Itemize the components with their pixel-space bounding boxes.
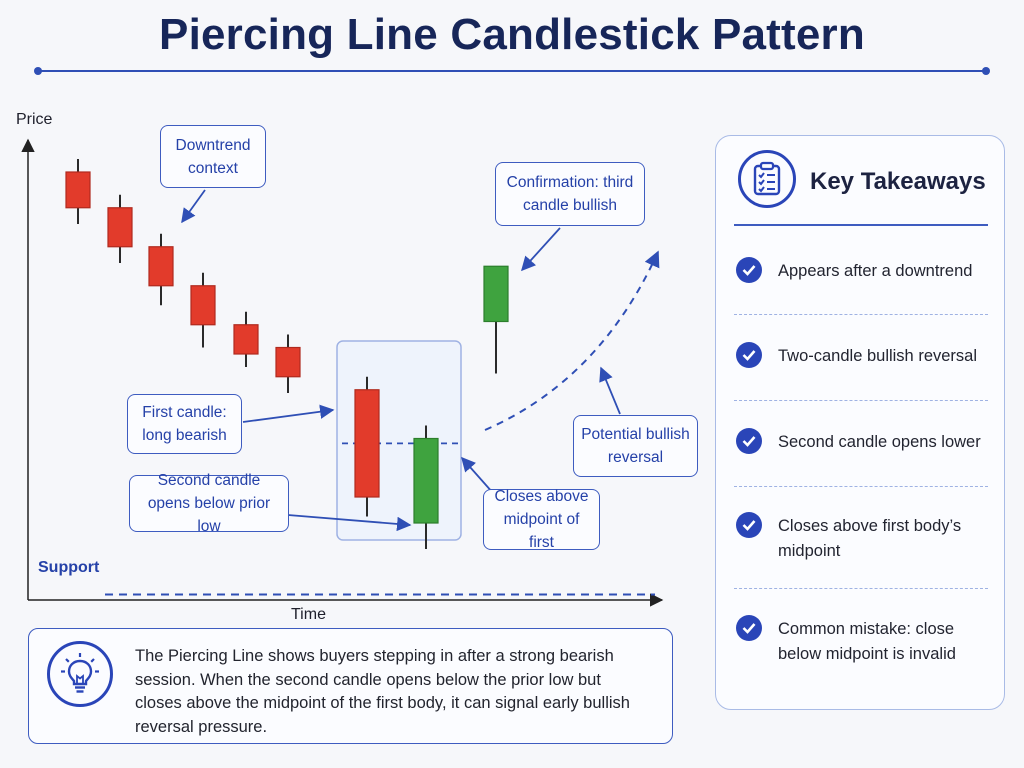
arrow-confirmation bbox=[521, 227, 561, 272]
bearish-candle bbox=[190, 285, 216, 326]
callout-confirmation: Confirmation: third candle bullish bbox=[495, 162, 645, 226]
clipboard-checklist-icon bbox=[738, 150, 796, 208]
bearish-candle bbox=[354, 389, 380, 498]
summary-text: The Piercing Line shows buyers stepping … bbox=[135, 647, 630, 736]
reversal-arc bbox=[484, 250, 660, 431]
takeaway-separator bbox=[734, 400, 988, 401]
bearish-candle bbox=[107, 207, 133, 248]
support-label: Support bbox=[38, 559, 100, 576]
y-axis-label: Price bbox=[16, 111, 53, 128]
bearish-candle bbox=[65, 171, 91, 209]
callout-potential-reversal: Potential bullish reversal bbox=[573, 415, 698, 477]
takeaways-divider bbox=[734, 224, 988, 226]
bearish-candle bbox=[148, 246, 174, 287]
check-icon bbox=[736, 257, 762, 283]
arrow-first-candle bbox=[242, 404, 335, 423]
takeaway-separator bbox=[734, 486, 988, 487]
takeaway-text: Closes above first body’s midpoint bbox=[778, 517, 962, 560]
title-divider bbox=[34, 67, 990, 75]
key-takeaways-panel: Key Takeaways Appears after a downtrend … bbox=[715, 135, 1005, 710]
page-title: Piercing Line Candlestick Pattern bbox=[159, 10, 865, 59]
check-icon bbox=[736, 428, 762, 454]
arrow-closes-above bbox=[461, 456, 494, 494]
lightbulb-icon bbox=[47, 641, 113, 707]
takeaways-header: Key Takeaways bbox=[738, 150, 988, 212]
bullish-candle bbox=[483, 265, 509, 323]
takeaway-text: Second candle opens lower bbox=[778, 433, 981, 451]
arrow-second-opens bbox=[287, 514, 412, 532]
callout-second-opens: Second candle opens below prior low bbox=[129, 472, 289, 535]
takeaways-title: Key Takeaways bbox=[810, 168, 986, 195]
check-icon bbox=[736, 512, 762, 538]
takeaway-text: Common mistake: close below midpoint is … bbox=[778, 620, 956, 663]
bullish-candle bbox=[413, 437, 439, 524]
callout-first-candle: First candle: long bearish bbox=[127, 394, 242, 454]
summary-box: The Piercing Line shows buyers stepping … bbox=[28, 628, 673, 744]
x-axis-label: Time bbox=[291, 606, 326, 623]
bearish-candle bbox=[275, 346, 301, 378]
takeaway-text: Two-candle bullish reversal bbox=[778, 347, 978, 365]
takeaway-separator bbox=[734, 314, 988, 315]
bearish-candle bbox=[233, 324, 259, 355]
arrow-potential bbox=[599, 366, 621, 415]
takeaway-separator bbox=[734, 588, 988, 589]
check-icon bbox=[736, 615, 762, 641]
takeaway-text: Appears after a downtrend bbox=[778, 262, 973, 280]
arrow-downtrend bbox=[181, 189, 206, 224]
callout-closes-above: Closes above midpoint of first bbox=[483, 488, 600, 551]
check-icon bbox=[736, 342, 762, 368]
callout-downtrend: Downtrend context bbox=[160, 125, 266, 188]
candlestick-chart bbox=[21, 138, 664, 607]
